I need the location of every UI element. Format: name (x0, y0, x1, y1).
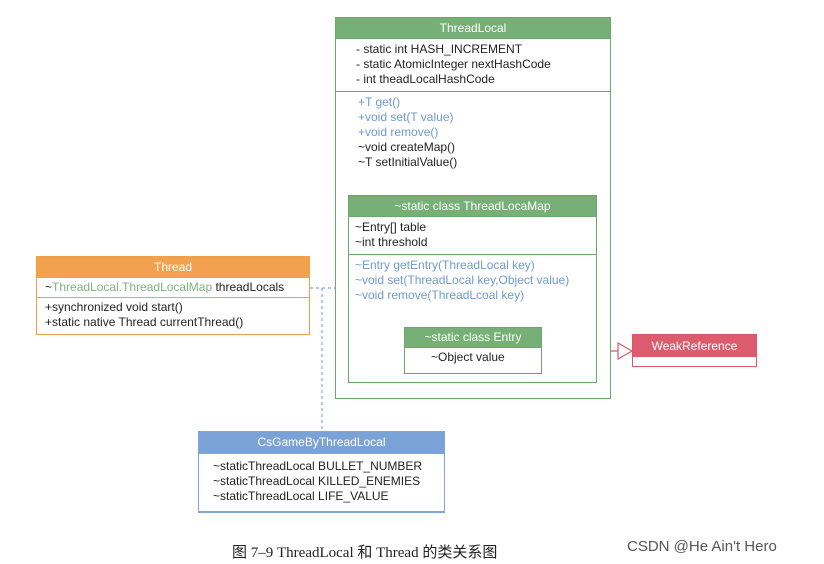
threadlocal-methods: +T get() +void set(T value) +void remove… (336, 91, 610, 174)
method-map-set: ~void set(ThreadLocal key,Object value) (355, 273, 570, 287)
method-set-initial-value: ~T setInitialValue() (358, 155, 458, 169)
field-next-hash-code: - static AtomicInteger nextHashCode (356, 57, 551, 71)
field-hash-increment: - static int HASH_INCREMENT (356, 42, 523, 56)
inheritance-arrow-icon (617, 341, 634, 361)
threadlocalmap-methods: ~Entry getEntry(ThreadLocal key) ~void s… (349, 254, 596, 307)
threadlocalmap-class-title: ~static class ThreadLocaMap (349, 196, 596, 216)
method-remove: +void remove() (358, 125, 439, 139)
method-get: +T get() (358, 95, 401, 109)
csgame-fields: ~staticThreadLocal BULLET_NUMBER ~static… (199, 453, 444, 508)
field-life-value: ~staticThreadLocal LIFE_VALUE (213, 489, 389, 503)
method-get-entry: ~Entry getEntry(ThreadLocal key) (355, 258, 535, 272)
thread-fields: ~ThreadLocal.ThreadLocalMap threadLocals (37, 277, 309, 297)
figure-caption: 图 7–9 ThreadLocal 和 Thread 的类关系图 (232, 545, 498, 561)
method-map-remove: ~void remove(ThreadLcoal key) (355, 288, 525, 302)
threadlocal-fields: - static int HASH_INCREMENT - static Ato… (336, 38, 610, 91)
entry-class: ~static class Entry ~Object value (404, 327, 542, 374)
entry-class-title: ~static class Entry (405, 328, 541, 347)
field-thead-local-hash-code: - int theadLocalHashCode (356, 72, 495, 86)
weakreference-class-title: WeakReference (633, 335, 756, 357)
weakreference-class: WeakReference (632, 334, 757, 367)
method-current-thread: +static native Thread currentThread() (45, 315, 244, 329)
field-thread-locals: ~ThreadLocal.ThreadLocalMap threadLocals (45, 280, 309, 295)
thread-class: Thread ~ThreadLocal.ThreadLocalMap threa… (36, 256, 310, 335)
csgame-methods-divider (199, 511, 444, 512)
threadlocal-class-title: ThreadLocal (336, 18, 610, 38)
field-bullet-number: ~staticThreadLocal BULLET_NUMBER (213, 459, 423, 473)
field-type: ThreadLocal.ThreadLocalMap (52, 280, 213, 294)
field-threshold: ~int threshold (355, 235, 428, 249)
entry-fields: ~Object value (405, 347, 541, 369)
field-object-value: ~Object value (431, 350, 505, 364)
threadlocalmap-fields: ~Entry[] table ~int threshold (349, 216, 596, 254)
csgame-class-title: CsGameByThreadLocal (199, 432, 444, 453)
field-killed-enemies: ~staticThreadLocal KILLED_ENEMIES (213, 474, 421, 488)
watermark: CSDN @He Ain't Hero (627, 538, 777, 555)
csgame-class: CsGameByThreadLocal ~staticThreadLocal B… (198, 431, 445, 513)
method-start: +synchronized void start() (45, 300, 183, 314)
field-entry-table: ~Entry[] table (355, 220, 427, 234)
method-set: +void set(T value) (358, 110, 454, 124)
thread-class-title: Thread (37, 257, 309, 277)
field-name: threadLocals (212, 280, 285, 294)
method-create-map: ~void createMap() (358, 140, 456, 154)
field-prefix: ~ (45, 280, 53, 294)
thread-methods: +synchronized void start() +static nativ… (37, 297, 309, 334)
